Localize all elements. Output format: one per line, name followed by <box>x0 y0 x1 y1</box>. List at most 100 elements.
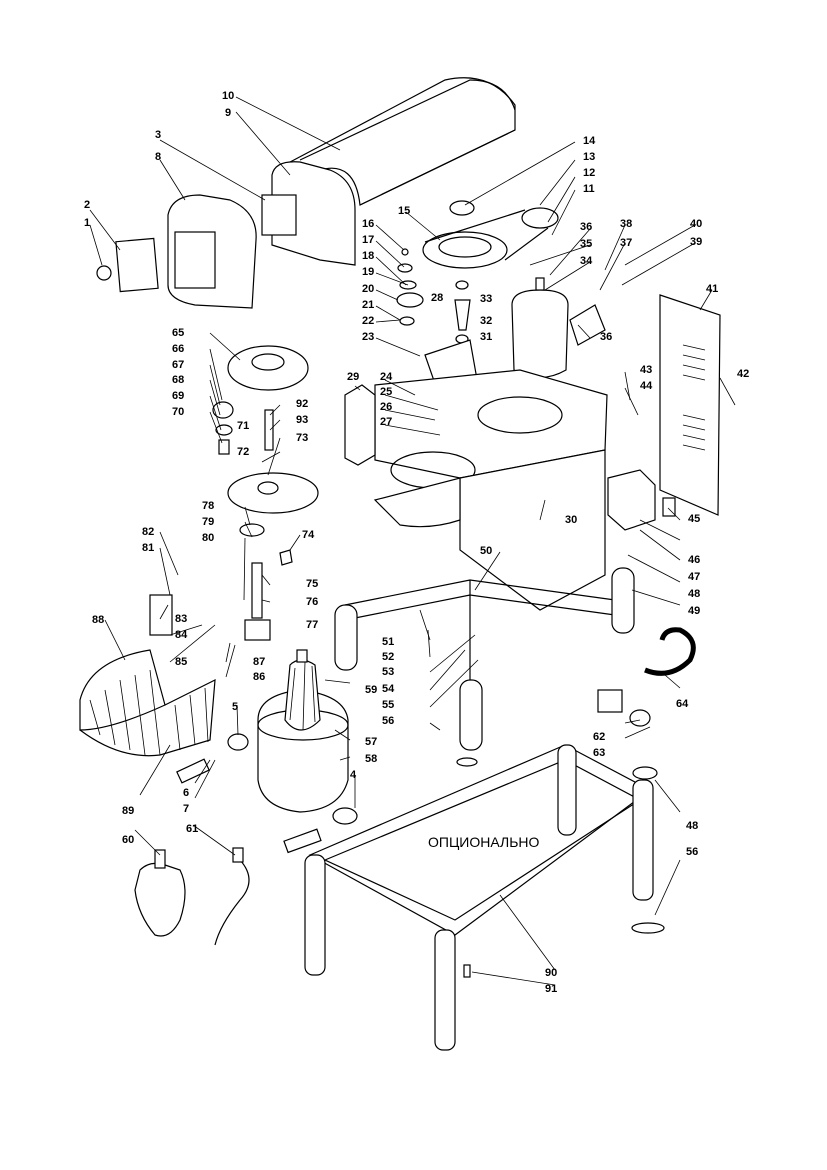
callout-70: 70 <box>172 406 184 418</box>
callout-17: 17 <box>362 234 374 246</box>
callout-44: 44 <box>640 380 653 392</box>
callout-80: 80 <box>202 532 214 544</box>
callout-82: 82 <box>142 526 154 538</box>
callout-63: 63 <box>593 747 605 759</box>
callout-labels: 1 2 3 4 5 6 7 8 9 10 11 12 13 14 15 16 1… <box>84 90 749 995</box>
callout-27: 27 <box>380 416 392 428</box>
callout-38: 38 <box>620 218 632 230</box>
callout-78: 78 <box>202 500 214 512</box>
callout-55: 55 <box>382 699 394 711</box>
callout-59: 59 <box>365 684 377 696</box>
callout-54: 54 <box>382 683 395 695</box>
callout-36: 36 <box>580 221 592 233</box>
callout-16: 16 <box>362 218 374 230</box>
rear-shroud <box>261 161 356 266</box>
callout-46: 46 <box>688 554 700 566</box>
callout-2: 2 <box>84 199 90 211</box>
callout-41: 41 <box>706 283 718 295</box>
bowl-guard <box>79 594 216 757</box>
callout-20: 20 <box>362 283 374 295</box>
callout-34: 34 <box>580 255 593 267</box>
callout-43: 43 <box>640 364 652 376</box>
callout-42: 42 <box>737 368 749 380</box>
side-panel <box>659 294 721 516</box>
front-plate <box>344 384 376 466</box>
callout-36b: 36 <box>600 331 612 343</box>
bowl-lifting-parts <box>176 733 358 854</box>
dough-hook <box>214 847 250 946</box>
leader-lines <box>89 96 736 986</box>
callout-4: 4 <box>350 769 357 781</box>
electrical-box <box>607 469 676 531</box>
callout-61: 61 <box>186 823 198 835</box>
callout-92: 92 <box>296 398 308 410</box>
callout-77: 77 <box>306 619 318 631</box>
control-housing <box>96 194 257 309</box>
callout-85: 85 <box>175 656 187 668</box>
callout-14: 14 <box>583 135 596 147</box>
callout-1: 1 <box>84 217 90 229</box>
callout-49: 49 <box>688 605 700 617</box>
callout-90: 90 <box>545 967 557 979</box>
optional-label: ОПЦИОНАЛЬНО <box>428 834 540 850</box>
callout-48b: 48 <box>686 820 698 832</box>
callout-75: 75 <box>306 578 318 590</box>
callout-52: 52 <box>382 651 394 663</box>
power-cable <box>597 627 696 727</box>
callout-93: 93 <box>296 414 308 426</box>
callout-89: 89 <box>122 805 134 817</box>
callout-76: 76 <box>306 596 318 608</box>
motor <box>511 277 606 379</box>
callout-81: 81 <box>142 542 154 554</box>
callout-87: 87 <box>253 656 265 668</box>
callout-56: 56 <box>382 715 394 727</box>
callout-37: 37 <box>620 237 632 249</box>
callout-8: 8 <box>155 151 161 163</box>
main-frame <box>373 369 608 611</box>
callout-7: 7 <box>183 803 189 815</box>
callout-47: 47 <box>688 571 700 583</box>
callout-22: 22 <box>362 315 374 327</box>
callout-71: 71 <box>237 420 249 432</box>
callout-45: 45 <box>688 513 700 525</box>
callout-26: 26 <box>380 401 392 413</box>
callout-13: 13 <box>583 151 595 163</box>
callout-72: 72 <box>237 446 249 458</box>
flat-beater <box>134 849 186 937</box>
callout-60: 60 <box>122 834 134 846</box>
callout-29: 29 <box>347 371 359 383</box>
callout-56b: 56 <box>686 846 698 858</box>
callout-11: 11 <box>583 183 595 195</box>
base-frame <box>334 567 635 767</box>
callout-25: 25 <box>380 386 392 398</box>
callout-68: 68 <box>172 374 184 386</box>
callout-33: 33 <box>480 293 492 305</box>
callout-58: 58 <box>365 753 377 765</box>
callout-30: 30 <box>565 514 577 526</box>
callout-84: 84 <box>175 629 188 641</box>
callout-35: 35 <box>580 238 592 250</box>
callout-48: 48 <box>688 588 700 600</box>
callout-40: 40 <box>690 218 702 230</box>
callout-3: 3 <box>155 129 161 141</box>
callout-62: 62 <box>593 731 605 743</box>
callout-23: 23 <box>362 331 374 343</box>
callout-9: 9 <box>225 107 231 119</box>
callout-91: 91 <box>545 983 557 995</box>
callout-24: 24 <box>380 371 393 383</box>
callout-50: 50 <box>480 545 492 557</box>
callout-39: 39 <box>690 236 702 248</box>
callout-86: 86 <box>253 671 265 683</box>
callout-69: 69 <box>172 390 184 402</box>
callout-31: 31 <box>480 331 492 343</box>
callout-57: 57 <box>365 736 377 748</box>
callout-66: 66 <box>172 343 184 355</box>
mixing-bowl <box>257 649 349 813</box>
callout-19: 19 <box>362 266 374 278</box>
callout-21: 21 <box>362 299 374 311</box>
callout-67: 67 <box>172 359 184 371</box>
callout-64: 64 <box>676 698 689 710</box>
callout-79: 79 <box>202 516 214 528</box>
callout-51: 51 <box>382 636 394 648</box>
